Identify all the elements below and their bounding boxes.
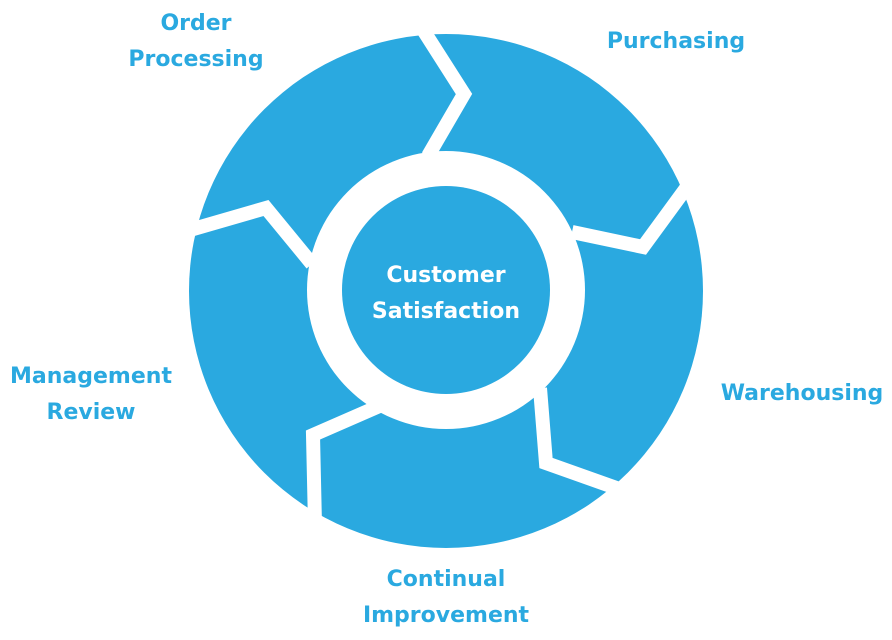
step-purchasing: Purchasing: [586, 24, 766, 60]
step-label-line: Improvement: [362, 603, 530, 628]
step-order-processing: Order Processing: [106, 6, 286, 78]
arrow-divider-2: [570, 175, 698, 255]
arrow-divider-5: [181, 199, 318, 269]
arrow-divider-4: [305, 397, 387, 526]
arrow-divider-3: [533, 387, 625, 497]
step-label-line: Order: [160, 11, 232, 36]
step-label-line: Management: [10, 364, 172, 389]
center-line-2: Satisfaction: [371, 299, 521, 324]
step-label-line: Continual: [386, 567, 506, 592]
center-circle: [342, 186, 550, 394]
step-continual-improvement: Continual Improvement: [346, 562, 546, 634]
step-label-line: Review: [46, 400, 136, 425]
step-label-line: Purchasing: [606, 29, 746, 54]
step-label-line: Warehousing: [720, 381, 884, 406]
step-warehousing: Warehousing: [712, 376, 892, 412]
arrow-divider-1: [414, 21, 473, 160]
step-management-review: Management Review: [0, 359, 182, 431]
center-label: Customer Satisfaction: [346, 258, 546, 330]
step-label-line: Processing: [128, 47, 264, 72]
center-line-1: Customer: [386, 263, 506, 288]
